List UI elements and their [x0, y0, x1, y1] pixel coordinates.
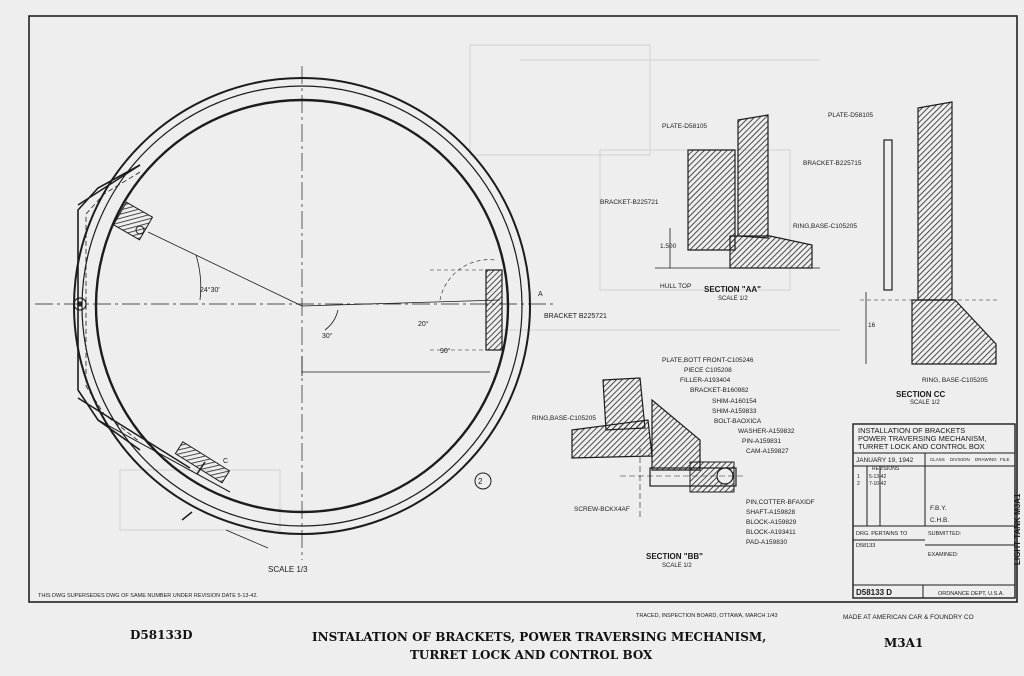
- title-block-title-2: POWER TRAVERSING MECHANISM,: [858, 434, 987, 443]
- maker-note: MADE AT AMERICAN CAR & FOUNDRY CO: [843, 614, 974, 621]
- bb-label-15: BLOCK-A193411: [746, 529, 796, 536]
- pivot-circle: [73, 297, 87, 311]
- bb-label-2: PIECE C105208: [684, 367, 732, 374]
- tb-header-file: FILE: [1000, 457, 1010, 462]
- title-block-number: D58133 D: [856, 588, 892, 597]
- tb-header-class: CLASS: [930, 457, 945, 462]
- title-line-1: INSTALATION OF BRACKETS, POWER TRAVERSIN…: [312, 630, 767, 644]
- supersedes-note: THIS DWG SUPERSEDES DWG OF SAME NUMBER U…: [38, 593, 258, 599]
- bb-label-10: CAM-A159827: [746, 448, 789, 455]
- drawing-border: [28, 15, 1018, 603]
- section-bb-view: [571, 377, 745, 520]
- submitted-label: SUBMITTED:: [928, 531, 962, 537]
- balloon-number: 2: [478, 477, 483, 486]
- revision-2-no: 2: [857, 481, 860, 487]
- pertains-label: DRG. PERTAINS TO: [856, 531, 908, 537]
- ordnance-dept: ORDNANCE DEPT, U.S.A.: [938, 591, 1004, 597]
- aa-label-2: BRACKET-B225721: [600, 199, 659, 206]
- bb-label-7: BOLT-BAOXICA: [714, 418, 762, 425]
- turret-lock-bracket: [73, 201, 154, 311]
- section-bb-title: SECTION "BB": [646, 552, 703, 561]
- revision-2-date: 7-10-42: [869, 481, 886, 487]
- control-box-bracket: [174, 441, 231, 484]
- hull-outline: [77, 164, 141, 451]
- bb-label-14: BLOCK-A159829: [746, 519, 797, 526]
- drawing-number: D58133D: [130, 628, 193, 642]
- bracket-callout: BRACKET B225721: [544, 313, 607, 320]
- side-vehicle-label: LIGHT TANK M3A1: [1013, 493, 1022, 565]
- section-cc-scale: SCALE 1/2: [910, 400, 940, 406]
- section-cc-view: [860, 101, 1000, 365]
- bb-label-6: SHIM-A159833: [712, 408, 757, 415]
- tb-header-drawing: DRAWING: [975, 457, 997, 462]
- section-aa-title: SECTION "AA": [704, 285, 761, 294]
- pertains-value: D58133: [856, 543, 875, 549]
- bb-label-1: PLATE,BOTT FRONT-C105246: [662, 357, 754, 364]
- initials-1: F.B.Y.: [930, 505, 947, 512]
- aa-label-3: RING,BASE-C105205: [793, 223, 857, 230]
- cc-label-1: PLATE-D58105: [828, 112, 873, 119]
- bb-label-13: SHAFT-A159828: [746, 509, 796, 516]
- aa-label-1: PLATE-D58105: [662, 123, 707, 130]
- revisions-header: REVISIONS: [872, 466, 900, 472]
- bb-label-12: PIN,COTTER-BFAXIDF: [746, 499, 815, 506]
- bb-label-4: BRACKET-B160982: [690, 387, 749, 394]
- angle-label-a: 24°30': [200, 286, 220, 294]
- balloon-2: [474, 472, 492, 490]
- cc-label-3: RING, BASE-C105205: [922, 377, 988, 384]
- initials-2: C.H.B.: [930, 517, 949, 524]
- bb-label-5: SHIM-A160154: [712, 398, 757, 405]
- section-aa-view: [655, 114, 820, 269]
- section-bb-scale: SCALE 1/2: [662, 563, 692, 569]
- main-view-scale: SCALE 1/3: [268, 565, 308, 574]
- angle-label-b: 30°: [322, 332, 333, 340]
- title-block-date: JANUARY 19, 1942: [856, 457, 914, 464]
- bb-label-8: WASHER-A159832: [738, 428, 795, 435]
- section-aa-scale: SCALE 1/2: [718, 296, 748, 302]
- vehicle-model: M3A1: [884, 636, 924, 650]
- examined-label: EXAMINED:: [928, 552, 959, 558]
- main-plan-view: [35, 66, 555, 560]
- section-marker-a: A: [538, 291, 543, 298]
- cc-label-2: BRACKET-B225715: [803, 160, 862, 167]
- bb-label-9: PIN-A159831: [742, 438, 781, 445]
- bb-label-17: SCREW-BCKX4AF: [574, 506, 630, 513]
- bb-label-3: FILLER-A193404: [680, 377, 731, 384]
- revision-1-date: 5-13-42: [869, 474, 886, 480]
- title-block: [852, 423, 1016, 599]
- tb-header-division: DIVISION: [950, 457, 970, 462]
- revision-1-no: 1: [857, 474, 860, 480]
- ring-bracket-right: [485, 269, 503, 351]
- aa-label-5: HULL TOP: [660, 283, 691, 290]
- title-line-2: TURRET LOCK AND CONTROL BOX: [410, 648, 653, 662]
- traced-note: TRACED, INSPECTION BOARD, OTTAWA, MARCH …: [636, 613, 778, 619]
- aa-label-4: 1.500: [660, 243, 677, 250]
- section-cc-title: SECTION CC: [896, 390, 946, 399]
- title-block-title-3: TURRET LOCK AND CONTROL BOX: [858, 442, 985, 451]
- section-marker-c: C: [223, 458, 228, 465]
- cc-label-4: 16: [868, 322, 876, 329]
- angle-label-c: 20°: [418, 320, 429, 328]
- title-block-title-1: INSTALLATION OF BRACKETS: [858, 426, 965, 435]
- angle-label-d: 90°: [440, 347, 451, 355]
- bb-label-11: RING,BASE-C105205: [532, 415, 596, 422]
- bb-label-16: PAD-A159830: [746, 539, 787, 546]
